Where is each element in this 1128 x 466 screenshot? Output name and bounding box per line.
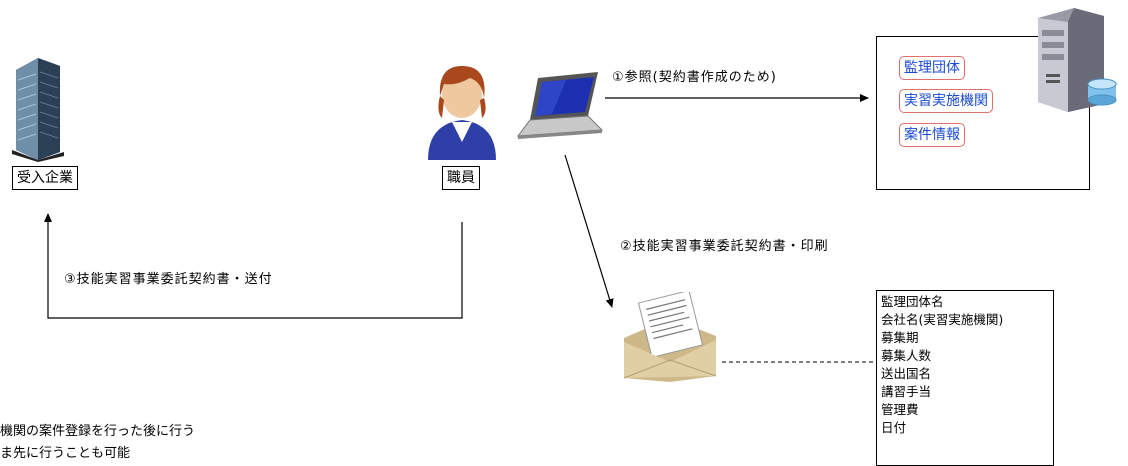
staff-label: 職員 — [442, 166, 480, 190]
field-item: 講習手当 — [881, 384, 932, 399]
db-item-kanri-dantai: 監理団体 — [899, 56, 965, 80]
envelope-document-icon — [620, 289, 720, 384]
db-item-anken-joho: 案件情報 — [899, 123, 965, 147]
field-item: 日付 — [881, 420, 907, 435]
field-item: 監理団体名 — [881, 294, 944, 309]
step1-label: ①参照(契約書作成のため) — [612, 70, 777, 85]
building-icon — [8, 52, 68, 162]
document-field-list: 監理団体名 会社名(実習実施機関) 募集期 募集人数 送出国名 講習手当 管理費… — [876, 290, 1054, 466]
server-icon — [1028, 4, 1120, 114]
field-item: 募集期 — [881, 330, 919, 345]
company-label: 受入企業 — [12, 166, 78, 190]
connector-lines — [44, 94, 876, 363]
field-item: 会社名(実習実施機関) — [881, 312, 1004, 327]
laptop-icon — [516, 72, 606, 142]
field-item: 募集人数 — [881, 348, 932, 363]
step2-label: ②技能実習事業委託契約書・印刷 — [620, 239, 829, 254]
step3-label: ③技能実習事業委託契約書・送付 — [64, 272, 273, 287]
step2-arrow — [564, 154, 614, 308]
field-item: 送出国名 — [881, 366, 932, 381]
note-line-1: 機関の案件登録を行った後に行う — [0, 424, 196, 439]
person-icon — [422, 60, 502, 160]
db-item-jisshu-kikan: 実習実施機関 — [899, 89, 993, 113]
field-item: 管理費 — [881, 402, 919, 417]
step3-arrow — [44, 213, 463, 319]
